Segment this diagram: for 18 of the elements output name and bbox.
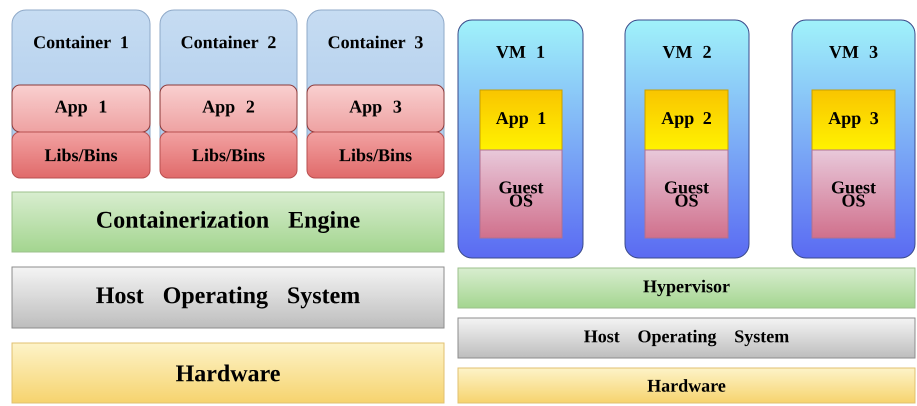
app-layer: App 2 [644, 90, 728, 150]
hardware-layer: Hardware [458, 368, 916, 404]
libs-layer: Libs/Bins [12, 132, 151, 178]
engine-layer: Containerization Engine [12, 192, 444, 252]
host-os-layer: Host Operating System [458, 318, 916, 358]
guest-os-layer: Guest OS [644, 150, 728, 238]
app-layer: App 3 [812, 90, 896, 150]
guest-os-layer: Guest OS [480, 150, 562, 238]
guest-os-layer: Guest OS [812, 150, 896, 238]
libs-layer: Libs/Bins [306, 132, 444, 178]
host-os-layer: Host Operating System [12, 266, 444, 328]
hypervisor-layer: Hypervisor [458, 268, 916, 308]
hardware-layer: Hardware [12, 342, 444, 404]
app-layer: App 3 [306, 84, 444, 132]
libs-layer: Libs/Bins [160, 132, 298, 178]
app-layer: App 2 [160, 84, 298, 132]
app-layer: App 1 [480, 90, 562, 150]
app-layer: App 1 [12, 84, 151, 132]
